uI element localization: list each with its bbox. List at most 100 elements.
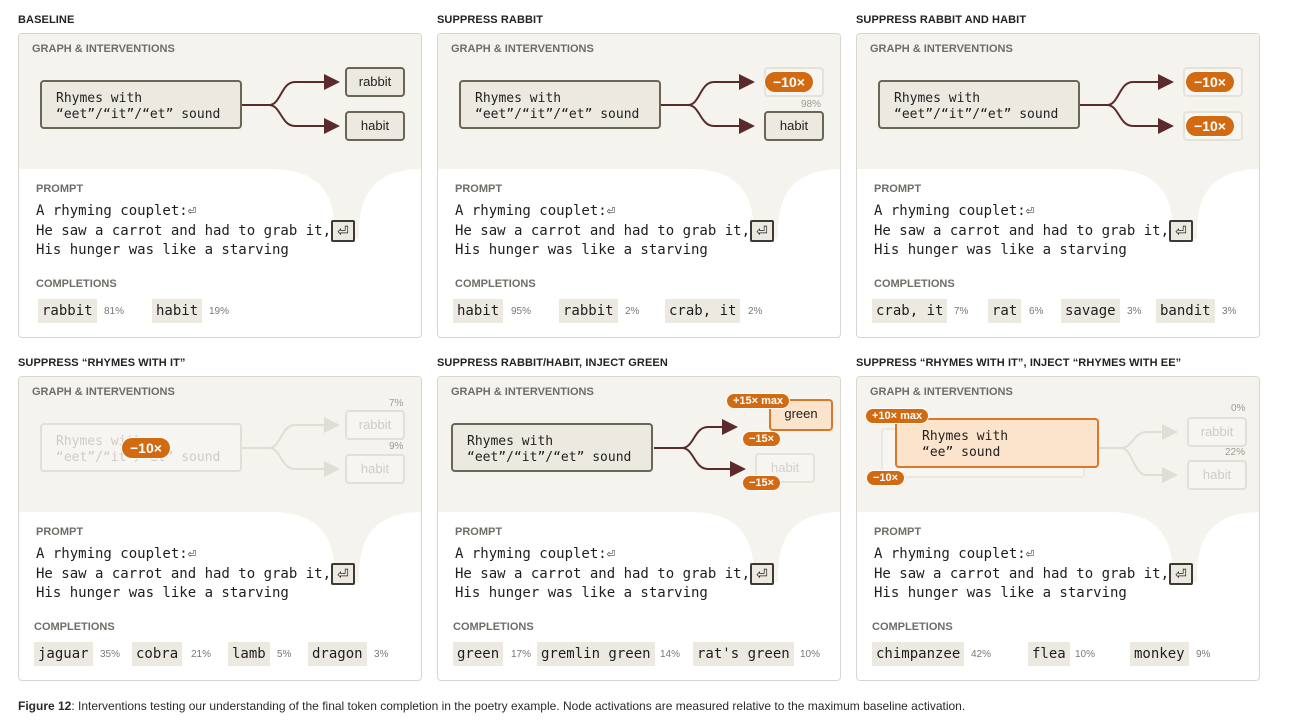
completion-pct: 35% [100, 649, 121, 660]
panel-title: SUPPRESS RABBIT AND HABIT [856, 14, 1027, 26]
prompt-label: PROMPT [874, 183, 922, 195]
graph-label: GRAPH & INTERVENTIONS [32, 386, 175, 398]
node-line-1: Rhymes with [894, 91, 981, 106]
completion-pct: 95% [511, 306, 532, 317]
habit-activation-pct: 22% [1225, 447, 1246, 458]
completion-pct: 17% [511, 649, 532, 660]
completion-pct: 3% [374, 649, 389, 660]
rabbit-activation-pct: 0% [1231, 403, 1246, 414]
suppress-rabbit-badge: −15× [742, 431, 782, 447]
enter-key-icon: ⏎ [1169, 563, 1193, 585]
inject-green-badge: +15× max [726, 393, 791, 409]
node-line-2: “eet”/“it”/“et” sound [894, 107, 1059, 122]
habit-node: habit [764, 111, 824, 141]
panel-title: BASELINE [18, 14, 75, 26]
figure-caption: Figure 12: Interventions testing our und… [18, 699, 965, 713]
suppress-habit-badge: −10× [1185, 115, 1235, 137]
edge-to-habit [1120, 447, 1178, 483]
completion-pct: 19% [209, 306, 230, 317]
node-line-1: Rhymes with [475, 91, 562, 106]
panel-title: SUPPRESS RABBIT/HABIT, INJECT GREEN [437, 357, 668, 369]
completion-pct: 14% [660, 649, 681, 660]
completion-chip: dragon [308, 642, 367, 666]
node-line-1: Rhymes with [56, 91, 143, 106]
node-line-2: “ee” sound [922, 445, 1001, 460]
prompt-line: His hunger was like a starving [874, 242, 1127, 258]
prompt-line: His hunger was like a starving [874, 585, 1127, 601]
panel-suppress-rabbit: GRAPH & INTERVENTIONS Rhymes with “eet”/… [437, 33, 841, 338]
completion-chip: savage [1061, 299, 1120, 323]
prompt-line: He saw a carrot and had to grab it, [36, 566, 332, 582]
completion-chip: rabbit [38, 299, 97, 323]
completion-chip: rat [988, 299, 1022, 323]
completion-pct: 5% [277, 649, 292, 660]
habit-node: habit [1187, 460, 1247, 490]
caption-label: Figure 12 [18, 699, 72, 713]
node-line-2: “eet”/“it”/“et” sound [467, 450, 632, 465]
prompt-line: He saw a carrot and had to grab it, [455, 223, 751, 239]
rabbit-activation-pct: 7% [389, 398, 404, 409]
prompt-line: He saw a carrot and had to grab it, [36, 223, 332, 239]
enter-key-icon: ⏎ [331, 220, 355, 242]
prompt-line: A rhyming couplet:⏎ [36, 203, 197, 219]
edge-to-habit [268, 447, 340, 477]
graph-label: GRAPH & INTERVENTIONS [451, 386, 594, 398]
prompt-line: A rhyming couplet:⏎ [874, 546, 1035, 562]
completions-label: COMPLETIONS [453, 621, 534, 633]
completion-chip: habit [453, 299, 504, 323]
rabbit-activation-pct: 98% [801, 99, 822, 110]
completion-chip: habit [152, 299, 203, 323]
edge-to-habit [1106, 104, 1174, 134]
completion-pct: 3% [1222, 306, 1237, 317]
rabbit-node: rabbit [1187, 417, 1247, 447]
prompt-line: His hunger was like a starving [455, 242, 708, 258]
prompt-label: PROMPT [36, 183, 84, 195]
node-line-1: Rhymes with [922, 429, 1009, 444]
panel-title: SUPPRESS “RHYMES WITH IT” [18, 357, 186, 369]
inject-ee-badge: +10× max [865, 408, 930, 424]
suppress-rhymes-badge: −10× [866, 470, 906, 486]
completion-pct: 6% [1029, 306, 1044, 317]
completion-chip: rat's green [693, 642, 794, 666]
habit-node-faded-label: habit [771, 460, 800, 475]
enter-key-icon: ⏎ [750, 563, 774, 585]
suppress-habit-badge: −15× [742, 475, 782, 491]
prompt-label: PROMPT [455, 526, 503, 538]
completion-chip: cobra [132, 642, 183, 666]
node-line-2: “eet”/“it”/“et” sound [56, 107, 221, 122]
completion-pct: 10% [1075, 649, 1096, 660]
suppress-rabbit-badge: −10× [1185, 71, 1235, 93]
rabbit-node: rabbit [345, 410, 405, 440]
suppress-rhymes-badge: −10× [121, 437, 171, 459]
panel-title: SUPPRESS “RHYMES WITH IT”, INJECT “RHYME… [856, 357, 1182, 369]
caption-text: : Interventions testing our understandin… [71, 699, 966, 713]
panel-suppress-rhymes-it: GRAPH & INTERVENTIONS Rhymes with “eet”/… [18, 376, 422, 681]
completion-chip: jaguar [34, 642, 93, 666]
completion-pct: 2% [748, 306, 763, 317]
rhymes-node: Rhymes with “eet”/“it”/“et” sound [451, 423, 653, 472]
prompt-line: He saw a carrot and had to grab it, [455, 566, 751, 582]
panel-title: SUPPRESS RABBIT [437, 14, 544, 26]
rhymes-ee-node: Rhymes with “ee” sound [895, 418, 1099, 468]
panel-inject-green: GRAPH & INTERVENTIONS Rhymes with “eet”/… [437, 376, 841, 681]
completion-chip: bandit [1156, 299, 1215, 323]
prompt-label: PROMPT [455, 183, 503, 195]
completion-pct: 9% [1196, 649, 1211, 660]
enter-key-icon: ⏎ [1169, 220, 1193, 242]
completion-chip: chimpanzee [872, 642, 965, 666]
edge-to-habit [268, 104, 340, 134]
panel-inject-ee: GRAPH & INTERVENTIONS Rhymes with “ee” s… [856, 376, 1260, 681]
prompt-line: He saw a carrot and had to grab it, [874, 566, 1170, 582]
completion-pct: 7% [954, 306, 969, 317]
prompt-line: A rhyming couplet:⏎ [874, 203, 1035, 219]
completion-chip: monkey [1130, 642, 1189, 666]
edge-to-habit [681, 447, 746, 477]
node-line-1: Rhymes with [467, 434, 554, 449]
graph-label: GRAPH & INTERVENTIONS [870, 386, 1013, 398]
completion-pct: 81% [104, 306, 125, 317]
prompt-line: His hunger was like a starving [455, 585, 708, 601]
completion-chip: gremlin green [537, 642, 655, 666]
rhymes-node: Rhymes with “eet”/“it”/“et” sound [878, 80, 1080, 129]
completions-label: COMPLETIONS [874, 278, 955, 290]
habit-activation-pct: 9% [389, 441, 404, 452]
